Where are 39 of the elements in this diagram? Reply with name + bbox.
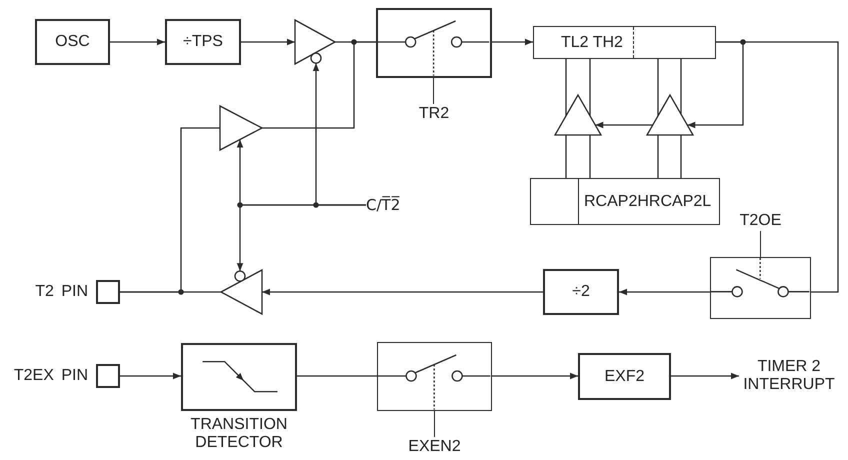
- function-block: ÷TPS: [165, 19, 241, 65]
- control-label: T2OE: [740, 211, 782, 231]
- pin-label: T2 PIN: [35, 282, 88, 302]
- register-box: [533, 26, 716, 59]
- bus-line: [657, 134, 682, 179]
- connector-line: [120, 291, 221, 293]
- pin-label: T2EX PIN: [14, 366, 88, 386]
- signal-label: C/T̅2̅: [366, 193, 400, 217]
- arrow: [236, 204, 366, 272]
- arrow: [492, 372, 578, 380]
- arrow: [619, 288, 710, 296]
- buffer-triangle: [220, 269, 263, 315]
- control-label: EXEN2: [408, 437, 461, 457]
- arrow: [120, 372, 181, 380]
- buffer-triangle: [554, 94, 602, 136]
- bus-line: [657, 58, 682, 117]
- detector-label: TRANSITION DETECTOR: [190, 416, 288, 452]
- connector-line: [262, 41, 376, 129]
- bus-line: [565, 134, 591, 179]
- connector-line: [297, 375, 377, 377]
- function-block: OSC: [35, 19, 110, 65]
- buffer-triangle: [219, 105, 263, 151]
- arrow: [110, 38, 165, 46]
- control-label: TR2: [418, 104, 450, 124]
- arrow: [492, 38, 533, 46]
- arrow: [241, 38, 295, 46]
- register-box: [530, 178, 720, 225]
- arrow: [671, 372, 739, 380]
- function-block: EXF2: [578, 353, 671, 400]
- arrow: [262, 288, 543, 296]
- signal-label: TIMER 2 INTERRUPT: [739, 358, 839, 394]
- buffer-triangle: [294, 19, 336, 65]
- bus-line: [565, 58, 591, 117]
- register-label: RCAP2HRCAP2L: [584, 192, 712, 210]
- register-label: TL2 TH2: [561, 34, 623, 52]
- buffer-triangle: [646, 94, 694, 136]
- function-block: ÷2: [543, 269, 619, 315]
- arrow: [595, 122, 653, 128]
- connector-line: [716, 41, 839, 293]
